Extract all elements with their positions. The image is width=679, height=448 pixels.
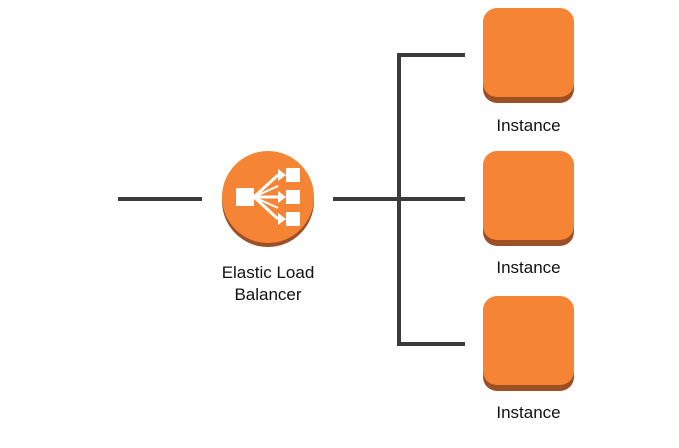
instance-label-3: Instance xyxy=(496,403,561,422)
instance-label-1: Instance xyxy=(496,116,561,135)
ec2-instance-icon xyxy=(483,8,574,103)
load-balancer-label-line-2: Balancer xyxy=(234,285,302,304)
load-balancer-icon xyxy=(220,151,316,247)
instance-label-2: Instance xyxy=(496,258,561,277)
ec2-instance-icon xyxy=(483,151,574,246)
ec2-instance-icon xyxy=(483,296,574,391)
load-balancer-label: Elastic Load Balancer xyxy=(200,262,336,306)
load-balancer-label-line-1: Elastic Load xyxy=(221,263,315,282)
